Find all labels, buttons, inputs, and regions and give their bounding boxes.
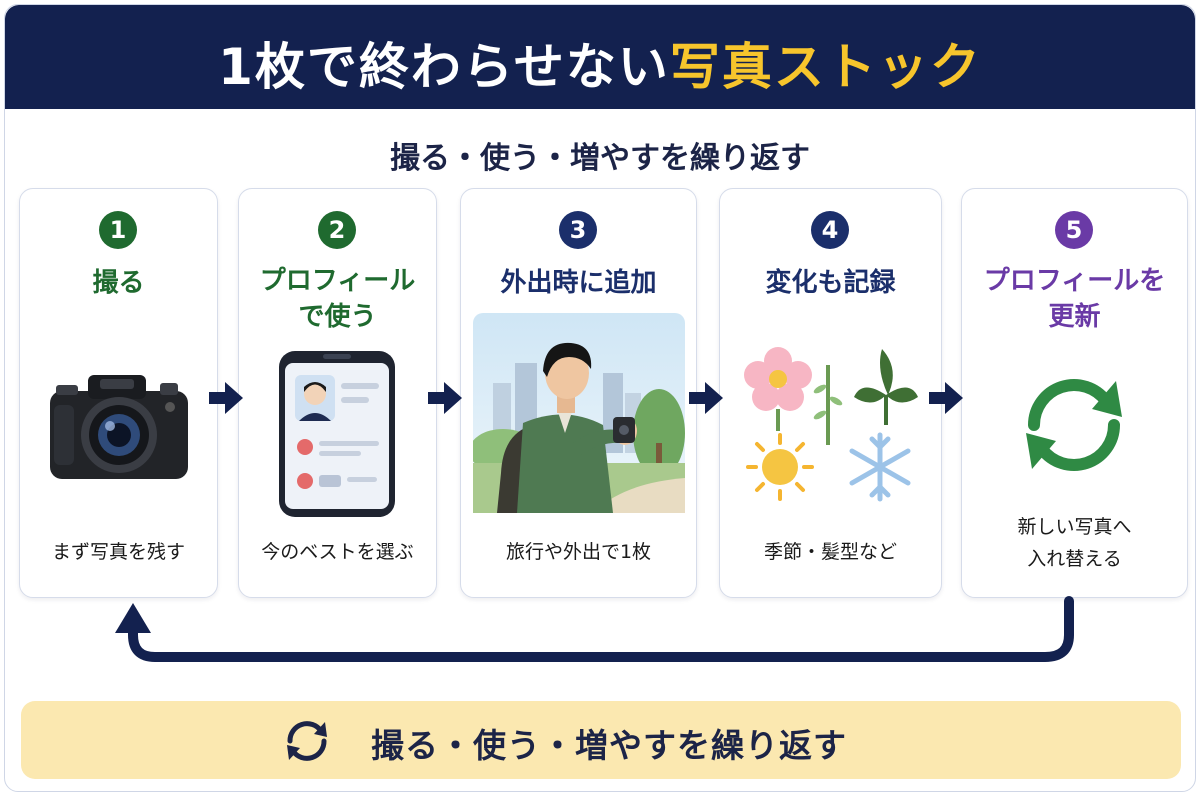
- leaf-icon: [854, 349, 918, 425]
- refresh-cycle-icon: [1014, 365, 1134, 489]
- arrow-right-icon: [209, 381, 245, 419]
- arrow-right-icon: [929, 381, 965, 419]
- title-highlight: 写真ストック: [669, 38, 982, 96]
- step-title-5-line1: プロフィールを: [983, 266, 1166, 296]
- step-title-5-line2: 更新: [1048, 302, 1101, 332]
- step-title-3: 外出時に追加: [500, 268, 657, 298]
- step-description-1: まず写真を残す: [51, 541, 185, 563]
- step-number-2: 2: [318, 211, 356, 249]
- sun-icon: [746, 433, 814, 501]
- step-card-5: 5 プロフィールを 更新 新しい写真へ 入れ替える: [961, 188, 1188, 598]
- step-number-4: 4: [811, 211, 849, 249]
- snowflake-icon: [849, 432, 911, 502]
- outdoor-photographer-illustration: [469, 313, 685, 517]
- diagram-frame: 1枚で終わらせない写真ストック 撮る・使う・増やすを繰り返す 1 撮る まず写真…: [4, 4, 1196, 792]
- title-main: 1枚で終わらせない: [218, 38, 670, 96]
- step-number-1: 1: [99, 211, 137, 249]
- step-card-4: 4 変化も記録: [719, 188, 942, 598]
- step-description-4: 季節・髪型など: [763, 541, 897, 563]
- cycle-icon: [281, 715, 333, 771]
- step-card-1: 1 撮る まず写真を残す: [19, 188, 218, 598]
- step-description-2: 今のベストを選ぶ: [261, 541, 414, 563]
- sprout-icon: [813, 365, 843, 445]
- step-title-2: プロフィール で使う: [239, 263, 436, 335]
- step-card-2: 2 プロフィール で使う 今の: [238, 188, 437, 598]
- arrow-right-icon: [428, 381, 464, 419]
- step-description-3: 旅行や外出で1枚: [505, 541, 652, 563]
- step-number-3: 3: [559, 211, 597, 249]
- seasons-icon: [740, 339, 920, 513]
- step-title-4: 変化も記録: [765, 268, 896, 298]
- step-card-3: 3 外出時に追加: [460, 188, 697, 598]
- camera-icon: [48, 371, 190, 487]
- step-description-5: 新しい写真へ 入れ替える: [962, 511, 1187, 575]
- step-number-5: 5: [1055, 211, 1093, 249]
- header-banner: 1枚で終わらせない写真ストック: [5, 5, 1195, 109]
- smartphone-profile-icon: [277, 349, 397, 523]
- step-description-5-line1: 新しい写真へ: [1017, 516, 1132, 538]
- loop-back-arrow: [5, 5, 1195, 709]
- footer-text: 撮る・使う・増やすを繰り返す: [371, 726, 847, 765]
- step-title-1: 撮る: [92, 268, 145, 298]
- page-title: 1枚で終わらせない写真ストック: [5, 27, 1195, 99]
- step-title-2-line1: プロフィール: [259, 266, 416, 296]
- footer-banner: 撮る・使う・増やすを繰り返す: [21, 701, 1181, 779]
- step-title-2-line2: で使う: [298, 302, 377, 332]
- subtitle: 撮る・使う・増やすを繰り返す: [390, 141, 810, 176]
- arrow-right-icon: [689, 381, 725, 419]
- step-title-5: プロフィールを 更新: [962, 263, 1187, 335]
- step-description-5-line2: 入れ替える: [1027, 548, 1122, 570]
- flower-icon: [744, 347, 812, 431]
